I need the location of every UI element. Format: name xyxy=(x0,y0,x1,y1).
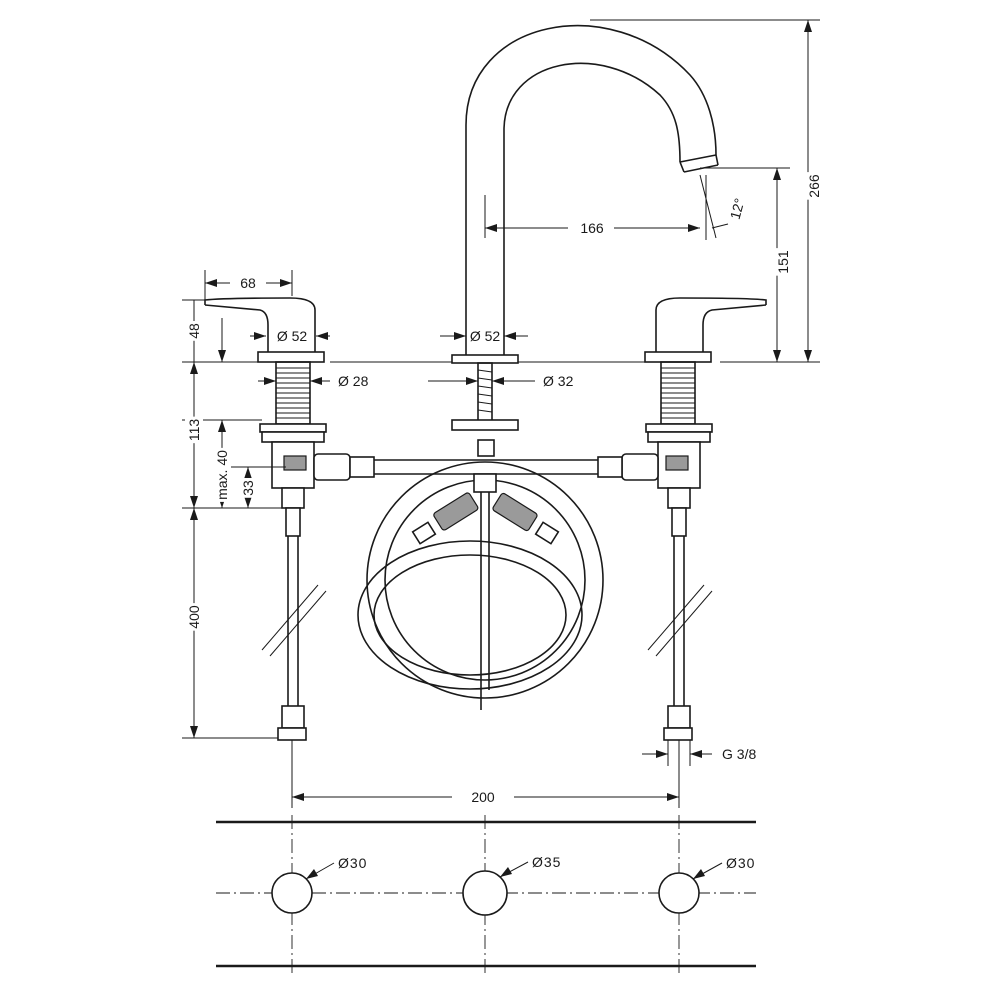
dimension-labels: 68 48 Ø 52 Ø 52 Ø 28 Ø 32 166 12° 151 26… xyxy=(185,172,823,872)
label-dia-52-center: Ø 52 xyxy=(470,328,501,344)
hole-right xyxy=(658,872,700,914)
hose-loop xyxy=(357,461,604,710)
label-266: 266 xyxy=(806,174,822,198)
dimension-lines xyxy=(182,19,820,808)
label-166: 166 xyxy=(580,220,604,236)
label-hole-left: Ø30 xyxy=(338,855,367,871)
label-g-3-8: G 3/8 xyxy=(722,746,756,762)
hole-left xyxy=(271,872,313,914)
spout xyxy=(465,24,719,357)
label-33: 33 xyxy=(240,480,256,496)
left-handle xyxy=(204,297,327,741)
label-151: 151 xyxy=(775,250,791,274)
label-hole-center: Ø35 xyxy=(532,854,561,870)
label-400: 400 xyxy=(186,605,202,629)
label-68: 68 xyxy=(240,275,256,291)
label-12-deg: 12° xyxy=(727,196,748,221)
spout-base xyxy=(451,354,519,457)
label-200: 200 xyxy=(471,789,495,805)
label-48: 48 xyxy=(186,323,202,339)
label-dia-52-left: Ø 52 xyxy=(277,328,308,344)
label-max-40: max. 40 xyxy=(214,450,230,500)
label-hole-right: Ø30 xyxy=(726,855,755,871)
label-113: 113 xyxy=(186,419,202,442)
label-dia-28: Ø 28 xyxy=(338,373,369,389)
deck-plan xyxy=(216,815,756,975)
break-marks xyxy=(261,584,713,657)
connecting-pipes xyxy=(313,453,659,481)
hole-center xyxy=(462,870,508,916)
right-handle xyxy=(644,297,767,741)
label-dia-32: Ø 32 xyxy=(543,373,574,389)
